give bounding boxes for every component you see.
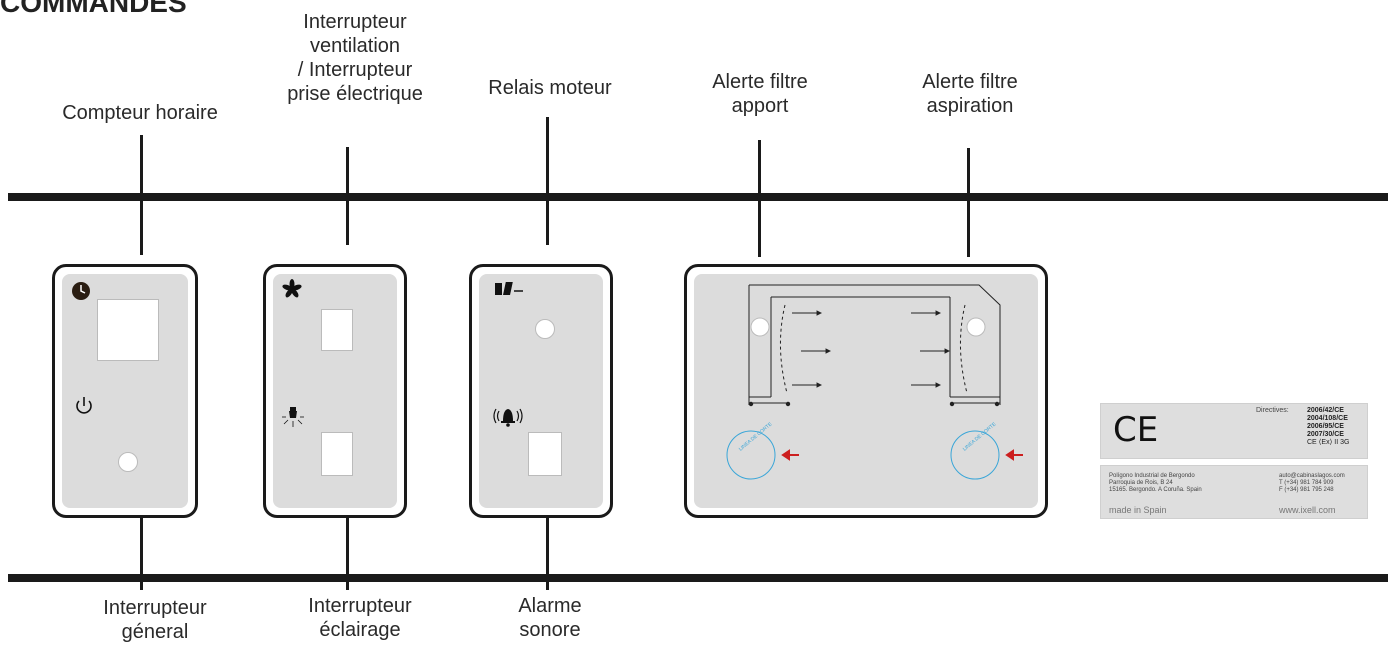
directives-list: 2006/42/CE 2004/108/CE 2006/95/CE 2007/3… <box>1307 407 1350 446</box>
label-compteur-horaire: Compteur horaire <box>62 102 218 124</box>
contact-block: auto@cabinaslagos.com T (+34) 981 784 90… <box>1279 473 1345 493</box>
page-title: COMMANDES <box>0 0 187 18</box>
alarm-switch[interactable] <box>528 432 562 476</box>
panel-relais-alarme <box>469 264 613 518</box>
alarm-bell-icon <box>493 408 523 427</box>
label-interrupteur-general: Interrupteur géneral <box>103 597 207 643</box>
leader-line-eclairage <box>346 478 349 590</box>
label-alerte-filtre-aspiration: Alerte filtre aspiration <box>922 71 1018 117</box>
leader-line-alarme <box>546 478 549 590</box>
ce-mark: CE <box>1113 410 1159 450</box>
hour-counter-display <box>97 299 159 361</box>
address-block: Polígono Industrial de Bergondo Parroqui… <box>1109 473 1202 493</box>
ce-directives-plate: CE Directives: 2006/42/CE 2004/108/CE 20… <box>1100 403 1368 459</box>
booth-airflow-diagram <box>726 284 1023 480</box>
top-rail <box>8 193 1388 201</box>
label-alerte-filtre-apport: Alerte filtre apport <box>712 71 808 117</box>
motor-relay-indicator <box>535 319 555 339</box>
clock-icon <box>72 282 90 300</box>
manufacturer-info-plate: Polígono Industrial de Bergondo Parroqui… <box>1100 465 1368 519</box>
label-interrupteur-ventilation: Interrupteur ventilation / Interrupteur … <box>287 11 423 105</box>
label-relais-moteur: Relais moteur <box>488 77 612 99</box>
ventilation-switch[interactable] <box>321 309 353 351</box>
directives-label: Directives: <box>1256 407 1289 414</box>
leader-line-relais <box>546 117 549 245</box>
power-icon <box>76 397 92 414</box>
website: www.ixell.com <box>1279 505 1336 515</box>
leader-line-general <box>140 462 143 590</box>
panel-filter-alerts: LINEA DE CORTE LINEA DE CORTE <box>684 264 1048 518</box>
panel-face <box>694 274 1038 508</box>
motor-relay-icon <box>495 282 523 295</box>
made-in-spain: made in Spain <box>1109 505 1167 515</box>
bottom-rail <box>8 574 1388 582</box>
label-interrupteur-eclairage: Interrupteur éclairage <box>308 595 412 641</box>
lighting-switch[interactable] <box>321 432 353 476</box>
panel-compteur-general <box>52 264 198 518</box>
fan-icon <box>282 279 302 298</box>
main-switch-button[interactable] <box>118 452 138 472</box>
panel-ventilation-eclairage <box>263 264 407 518</box>
light-bulb-icon <box>282 407 304 427</box>
label-alarme-sonore: Alarme sonore <box>518 595 582 641</box>
leader-line-aspiration <box>967 148 970 257</box>
